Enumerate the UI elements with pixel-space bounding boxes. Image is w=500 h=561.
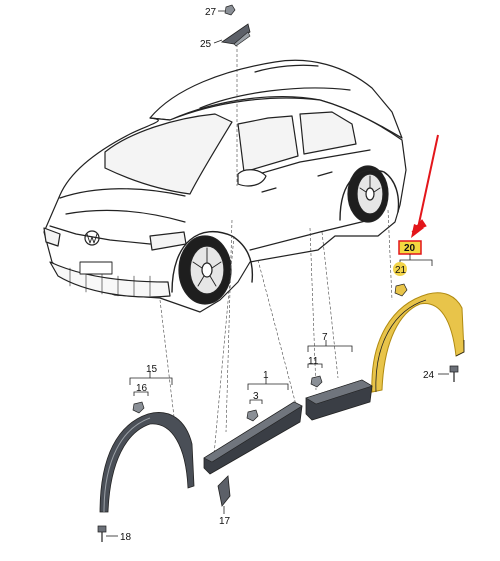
label-24: 24 xyxy=(423,370,435,381)
label-21-marker xyxy=(393,262,407,276)
part-7-rear-door-trim xyxy=(305,379,373,421)
clip-icon xyxy=(394,283,408,297)
label-7: 7 xyxy=(322,332,328,343)
part-25-mirror-cap xyxy=(220,23,251,47)
clip-icon xyxy=(246,409,259,422)
clip-icon xyxy=(132,401,145,414)
part-24-bolt xyxy=(449,365,459,382)
bracket-1 xyxy=(247,383,289,390)
label-21: 21 xyxy=(395,265,407,276)
bolt-icon xyxy=(97,525,107,533)
clip-icon xyxy=(310,375,323,388)
part-20-rear-wheel-arch-trim xyxy=(371,292,465,393)
part-15-front-wheel-arch-trim xyxy=(99,412,195,513)
label-16: 16 xyxy=(136,383,148,394)
label-1: 1 xyxy=(263,370,269,381)
label-20: 20 xyxy=(404,243,416,254)
bracket-15 xyxy=(129,377,173,385)
part-18-bolt xyxy=(97,525,107,542)
bolt-icon xyxy=(449,365,459,373)
label-18: 18 xyxy=(120,532,132,543)
red-arrow-icon xyxy=(411,134,439,238)
part-17-cover xyxy=(217,475,231,507)
label-3: 3 xyxy=(253,391,259,402)
label-15: 15 xyxy=(146,364,158,375)
label-27: 27 xyxy=(205,7,217,18)
label-11: 11 xyxy=(308,356,319,367)
part-27-clip xyxy=(224,4,236,16)
leader-lines xyxy=(159,44,393,456)
label-17: 17 xyxy=(219,516,231,527)
leader-25 xyxy=(213,39,223,44)
bracket-7 xyxy=(307,345,353,352)
label-25: 25 xyxy=(200,39,212,50)
mirror-cap-icon xyxy=(220,23,251,45)
car-illustration xyxy=(43,59,407,313)
part-1-front-door-trim xyxy=(203,401,303,475)
clip-icon xyxy=(224,4,236,16)
